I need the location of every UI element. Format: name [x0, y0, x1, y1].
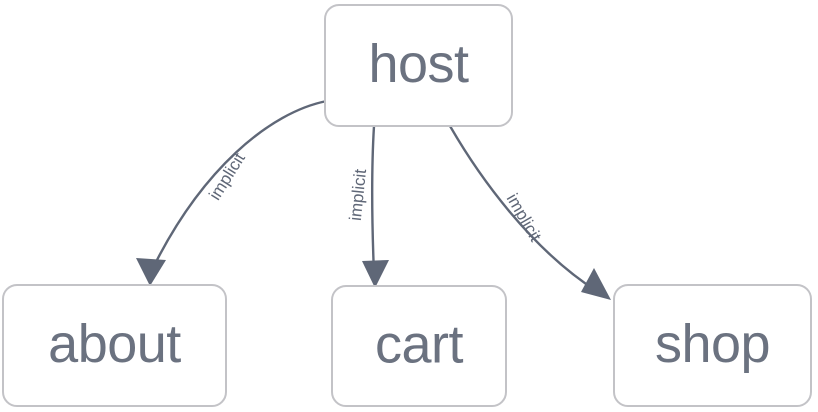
- node-box: [324, 4, 513, 127]
- edge-label: implicit: [503, 190, 546, 245]
- node-label: cart: [375, 314, 464, 374]
- edge-host-about[interactable]: implicit: [136, 99, 329, 286]
- arrowhead-icon: [362, 260, 389, 288]
- node-cart[interactable]: cart: [331, 285, 507, 407]
- arrowhead-icon: [136, 258, 166, 286]
- node-box: [331, 285, 507, 407]
- node-shop[interactable]: shop: [613, 284, 812, 407]
- edge-host-shop[interactable]: implicit: [448, 124, 611, 300]
- node-label: about: [48, 314, 181, 374]
- node-about[interactable]: about: [2, 284, 227, 407]
- node-box: [2, 284, 227, 407]
- edge-line: [448, 124, 600, 294]
- edge-host-cart[interactable]: implicit: [346, 124, 389, 288]
- arrowhead-icon: [581, 268, 611, 300]
- node-label: shop: [655, 314, 770, 374]
- node-label: host: [368, 34, 469, 94]
- edge-line: [148, 99, 329, 276]
- node-host[interactable]: host: [324, 4, 513, 127]
- node-box: [613, 284, 812, 407]
- edge-label: implicit: [346, 168, 370, 222]
- edge-line: [370, 124, 376, 276]
